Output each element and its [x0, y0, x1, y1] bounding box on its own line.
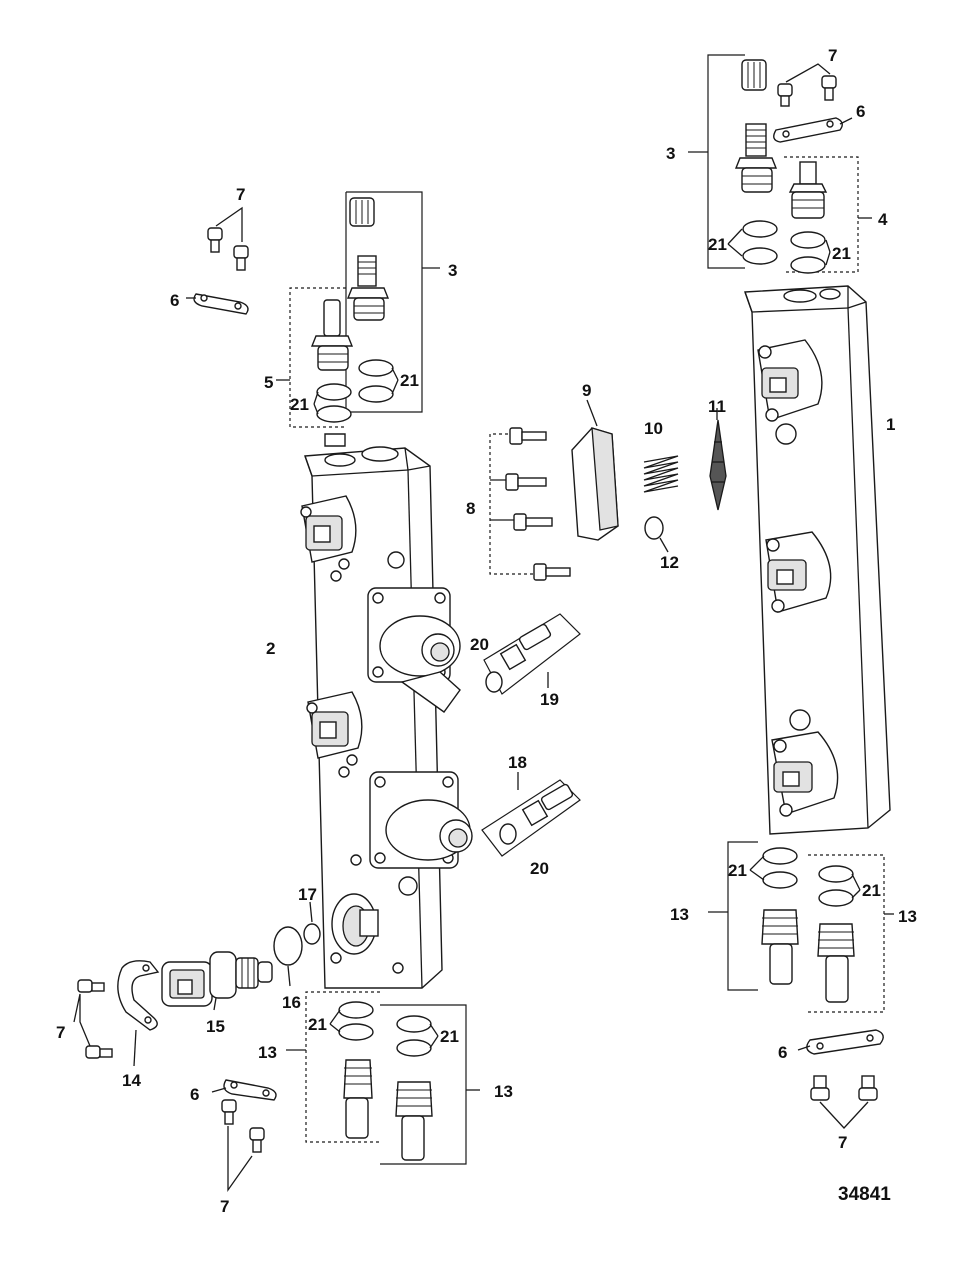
kit-13-bottom-right-b [808, 854, 894, 1013]
spring-10 [643, 455, 679, 493]
label-m-9: 9 [582, 381, 591, 400]
injector-15 [161, 951, 273, 1011]
screws-7-bottom-right [810, 1075, 878, 1129]
o-ring-12 [644, 516, 669, 553]
rail-port-bottom [331, 893, 379, 955]
label-l-21-a: 21 [290, 395, 309, 414]
screws-7-top-right [777, 63, 837, 107]
cap-top-left [349, 197, 375, 227]
fitting-kit-19 [483, 613, 581, 695]
fitting-top-left [310, 299, 354, 371]
injector-mount-left-top [300, 495, 357, 582]
label-m-20-a: 20 [470, 635, 489, 654]
label-l-21-c: 21 [308, 1015, 327, 1034]
fitting-kit-18 [481, 772, 581, 857]
label-m-17: 17 [298, 885, 317, 904]
kit-13-bottom-right-a [708, 841, 799, 991]
label-l-7-mid: 7 [56, 1023, 65, 1042]
label-m-15: 15 [206, 1017, 225, 1036]
regulator-bottom [369, 771, 473, 869]
screws-7-top-left [207, 206, 249, 271]
label-m-16: 16 [282, 993, 301, 1012]
fuel-rail-right [744, 285, 891, 835]
kit-5-top-left [276, 287, 354, 428]
kit-3-top-left [345, 191, 440, 413]
label-m-19: 19 [540, 690, 559, 709]
label-m-1: 1 [886, 415, 895, 434]
label-m-8: 8 [466, 499, 475, 518]
label-m-20-b: 20 [530, 859, 549, 878]
label-r-7-bot: 7 [838, 1133, 847, 1152]
bracket-6-bottom-right [797, 1029, 884, 1055]
injector-mount-mid [765, 531, 832, 613]
regulator-top [367, 587, 461, 713]
label-l-13-a: 13 [258, 1043, 277, 1062]
label-r-3-top: 3 [666, 144, 675, 163]
o-ring-17 [303, 923, 321, 945]
figure-number: 34841 [838, 1184, 891, 1205]
injector-mount-top [757, 339, 823, 422]
clip-14 [117, 960, 160, 1067]
label-r-21-a: 21 [708, 235, 727, 254]
fuel-rail-left [300, 433, 473, 989]
kit-13-bottom-left-a [286, 991, 380, 1143]
screws-7-bottom-left [221, 1099, 265, 1193]
label-l-7-bot: 7 [220, 1197, 229, 1216]
label-l-6-bot: 6 [190, 1085, 199, 1104]
cap-top-right [741, 59, 767, 91]
callout-labels: 7 6 3 4 21 21 7 3 6 5 21 21 9 10 11 1 8 … [56, 46, 917, 1216]
bracket-6-bottom-left [211, 1079, 277, 1101]
label-m-11: 11 [708, 397, 726, 416]
label-r-21-b: 21 [832, 244, 851, 263]
valve-stem-top-right [734, 123, 778, 193]
injector-mount-bottom [771, 731, 839, 817]
screws-7-mid-left [73, 979, 113, 1059]
label-l-5: 5 [264, 373, 273, 392]
label-m-18: 18 [508, 753, 527, 772]
label-r-21-d: 21 [862, 881, 881, 900]
kit-4-top-right [784, 156, 872, 274]
screws-8 [489, 427, 571, 581]
cover-9 [571, 399, 619, 541]
bracket-6-top-left [186, 293, 249, 315]
label-l-21-b: 21 [400, 371, 419, 390]
label-l-6: 6 [170, 291, 179, 310]
label-m-2: 2 [266, 639, 275, 658]
o-ring-16 [273, 926, 303, 966]
fitting-top-right [788, 161, 828, 219]
label-r-4: 4 [878, 210, 888, 229]
label-l-3: 3 [448, 261, 457, 280]
label-r-13-a: 13 [670, 905, 689, 924]
label-r-13-b: 13 [898, 907, 917, 926]
label-m-10: 10 [644, 419, 663, 438]
injector-mount-left-bottom [306, 691, 363, 778]
kit-13-bottom-left-b [380, 1004, 480, 1165]
diaphragm-11 [709, 408, 727, 511]
label-l-21-d: 21 [440, 1027, 459, 1046]
bracket-6-top-right [773, 117, 853, 143]
label-m-14: 14 [122, 1071, 141, 1090]
label-r-6-bot: 6 [778, 1043, 787, 1062]
label-l-13-b: 13 [494, 1082, 513, 1101]
label-r-6-top: 6 [856, 102, 865, 121]
label-r-7-top: 7 [828, 46, 837, 65]
kit-3-top-right [688, 54, 778, 269]
label-m-12: 12 [660, 553, 679, 572]
label-r-21-c: 21 [728, 861, 747, 880]
label-l-7-top: 7 [236, 185, 245, 204]
valve-stem-top-left [346, 255, 390, 321]
